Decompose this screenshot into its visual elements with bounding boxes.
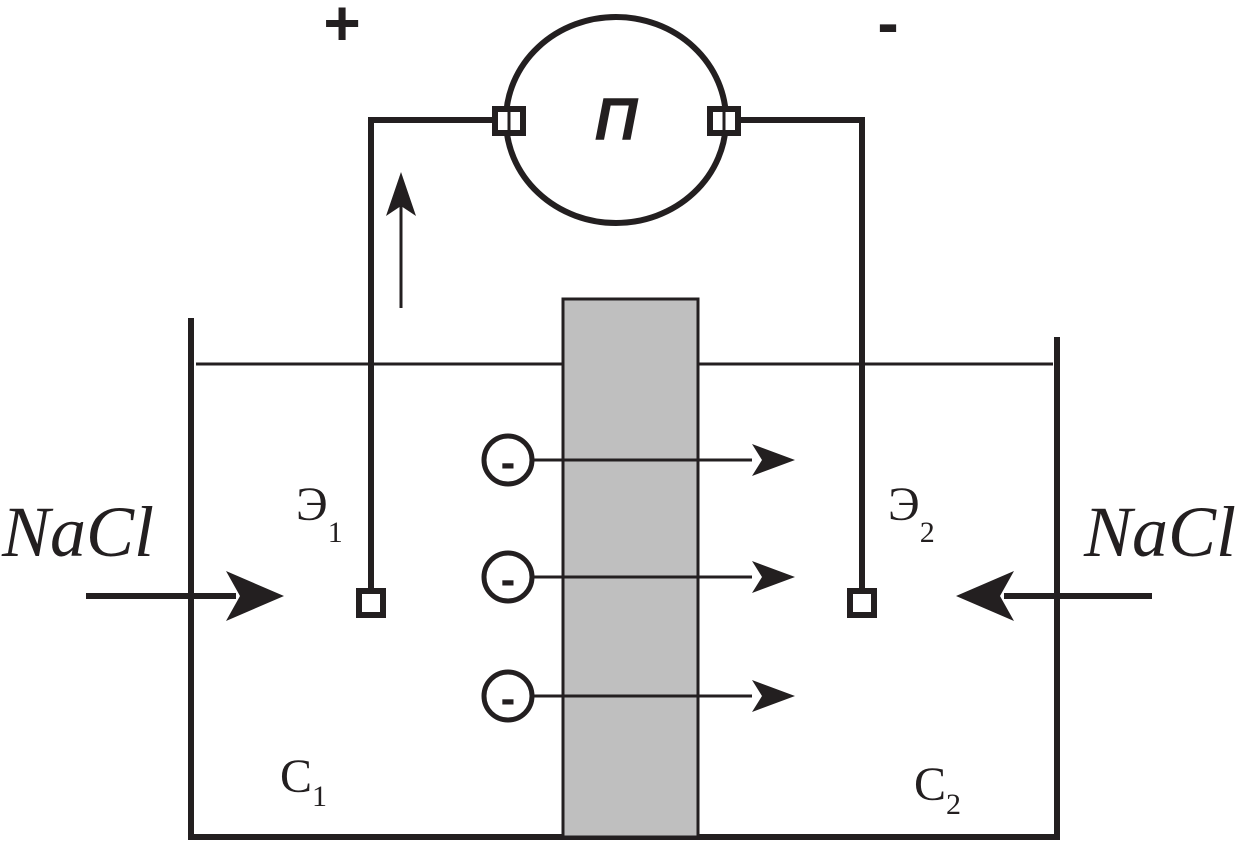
power-source-label: П [594, 86, 639, 153]
electrode-left-label: Э1 [296, 478, 343, 549]
inflow-left-label: NaCl [1, 492, 154, 572]
anion-sign: - [501, 674, 516, 723]
membrane [561, 297, 700, 839]
connector-right [707, 106, 741, 136]
anion-icon [481, 550, 535, 604]
inflow-right-arrow [956, 571, 1152, 621]
electrode-right-label: Э2 [888, 478, 935, 549]
electrode-left-letter: Э [296, 478, 328, 531]
connector-left [492, 106, 526, 136]
inflow-left-arrow [86, 571, 284, 621]
negative-terminal-sign: - [877, 0, 898, 59]
wire-right [735, 117, 865, 590]
wire-left [368, 117, 497, 590]
ion-row-top: - [481, 433, 795, 487]
electrode-left-index: 1 [328, 516, 343, 549]
chamber-left-index: 1 [312, 780, 327, 813]
electrode-right-letter: Э [888, 478, 920, 531]
chamber-right-letter: C [914, 758, 946, 811]
chamber-right-label: C2 [914, 758, 961, 821]
anion-sign: - [501, 438, 516, 487]
positive-terminal-sign: + [323, 0, 360, 59]
electrode-left [356, 588, 386, 618]
external-circuit: П [368, 14, 865, 590]
electrode-right-index: 2 [920, 516, 935, 549]
chamber-left-letter: C [280, 750, 312, 803]
anion-icon [481, 433, 535, 487]
ion-row-middle: - [481, 550, 795, 604]
anion-icon [481, 669, 535, 723]
electrode-right [847, 588, 877, 618]
ion-row-bottom: - [481, 669, 795, 723]
chamber-left-label: C1 [280, 750, 327, 813]
anion-sign: - [501, 555, 516, 604]
inflow-right-label: NaCl [1083, 492, 1236, 572]
chamber-right-index: 2 [946, 788, 961, 821]
